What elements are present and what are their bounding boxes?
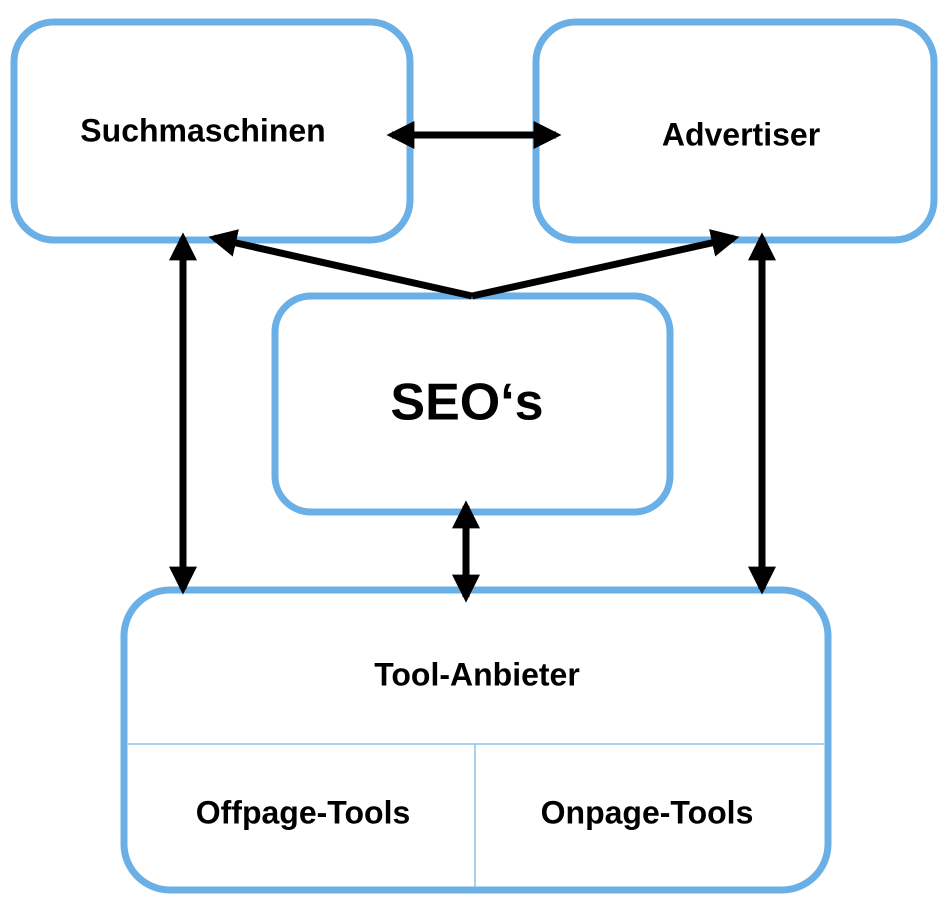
offpage-tools-label: Offpage-Tools (196, 794, 411, 830)
node-search-engines: Suchmaschinen (10, 18, 414, 244)
node-seos: SEO‘s (271, 292, 674, 516)
tool-providers-label: Tool-Anbieter (374, 656, 580, 692)
advertiser-label: Advertiser (662, 116, 820, 152)
search-engines-label: Suchmaschinen (80, 112, 325, 148)
seos-label: SEO‘s (390, 374, 543, 432)
node-advertiser: Advertiser (532, 18, 938, 244)
arrow-seos-advertiser (471, 229, 740, 300)
arrow-seos-search (208, 229, 473, 300)
node-tool-providers: Tool-Anbieter Offpage-Tools Onpage-Tools (120, 586, 832, 894)
onpage-tools-label: Onpage-Tools (541, 794, 754, 830)
